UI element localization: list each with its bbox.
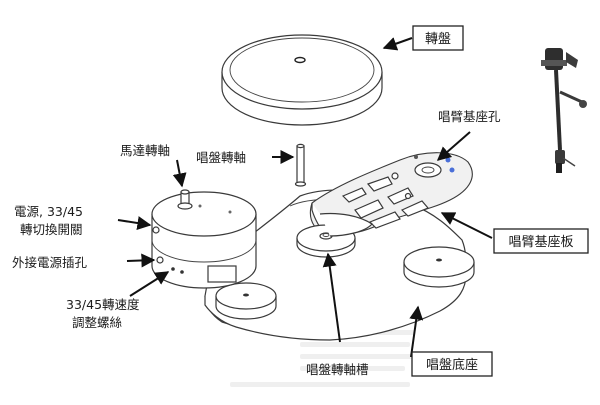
label-power-jack: 外接電源插孔 — [12, 255, 88, 270]
label-power-jack-text: 外接電源插孔 — [12, 255, 88, 270]
label-platter-text: 轉盤 — [425, 32, 451, 47]
leader-lines — [117, 37, 493, 358]
plinth-leader — [409, 305, 424, 358]
label-motor-shaft: 馬達轉軸 — [120, 143, 170, 158]
motor-shaft-leader — [172, 159, 187, 188]
tonearm-board-leader — [440, 212, 493, 239]
power-jack-leader — [126, 253, 156, 268]
tonearm — [541, 48, 587, 173]
label-tonearm-board-text: 唱臂基座板 — [508, 235, 573, 250]
platter — [221, 34, 383, 126]
label-tonearm-board: 唱臂基座板 — [493, 228, 589, 254]
label-plinth: 唱盤底座 — [411, 351, 493, 377]
foot-front — [215, 282, 277, 320]
label-power-switch: 電源, 33/45 轉切換開關 — [14, 204, 83, 237]
speed-adjust-screw-2[interactable] — [180, 270, 184, 274]
label-speed-screw-line2: 調整螺絲 — [72, 315, 123, 330]
label-tonearm-base-hole-text: 唱臂基座孔 — [438, 109, 501, 124]
label-power-switch-line1: 電源, 33/45 — [14, 204, 83, 219]
label-power-switch-line2: 轉切換開關 — [20, 222, 83, 237]
label-platter-spindle: 唱盤轉軸 — [196, 150, 246, 165]
platter-leader — [382, 37, 413, 51]
label-plinth-text: 唱盤底座 — [426, 357, 478, 373]
motor-shaft — [177, 189, 193, 210]
platter-center-hole — [294, 56, 306, 64]
label-motor-shaft-text: 馬達轉軸 — [120, 143, 170, 158]
power-jack[interactable] — [156, 256, 164, 264]
tonearm-base-screw-hole — [445, 157, 451, 163]
power-switch-knob[interactable] — [152, 226, 160, 234]
foot-right — [403, 246, 475, 288]
platter-spindle — [294, 143, 307, 187]
label-spindle-bearing-text: 唱盤轉軸槽 — [306, 362, 369, 377]
spindle-bearing-leader — [322, 252, 341, 343]
speed-adjust-screw-1[interactable] — [171, 267, 175, 271]
label-speed-screw-line1: 33/45轉速度 — [66, 297, 140, 312]
speed-screw-leader — [129, 271, 170, 297]
motor-housing — [151, 189, 257, 289]
board-support — [319, 212, 373, 237]
power-switch-leader — [117, 216, 152, 230]
label-spindle-bearing: 唱盤轉軸槽 — [306, 362, 369, 377]
tonearm-base-hole-leader — [436, 131, 471, 161]
label-tonearm-base-hole: 唱臂基座孔 — [438, 109, 501, 124]
label-platter: 轉盤 — [412, 25, 464, 51]
label-platter-spindle-text: 唱盤轉軸 — [196, 150, 246, 165]
label-speed-screw: 33/45轉速度 調整螺絲 — [66, 297, 140, 330]
tonearm-base-hole-ring — [414, 162, 442, 178]
